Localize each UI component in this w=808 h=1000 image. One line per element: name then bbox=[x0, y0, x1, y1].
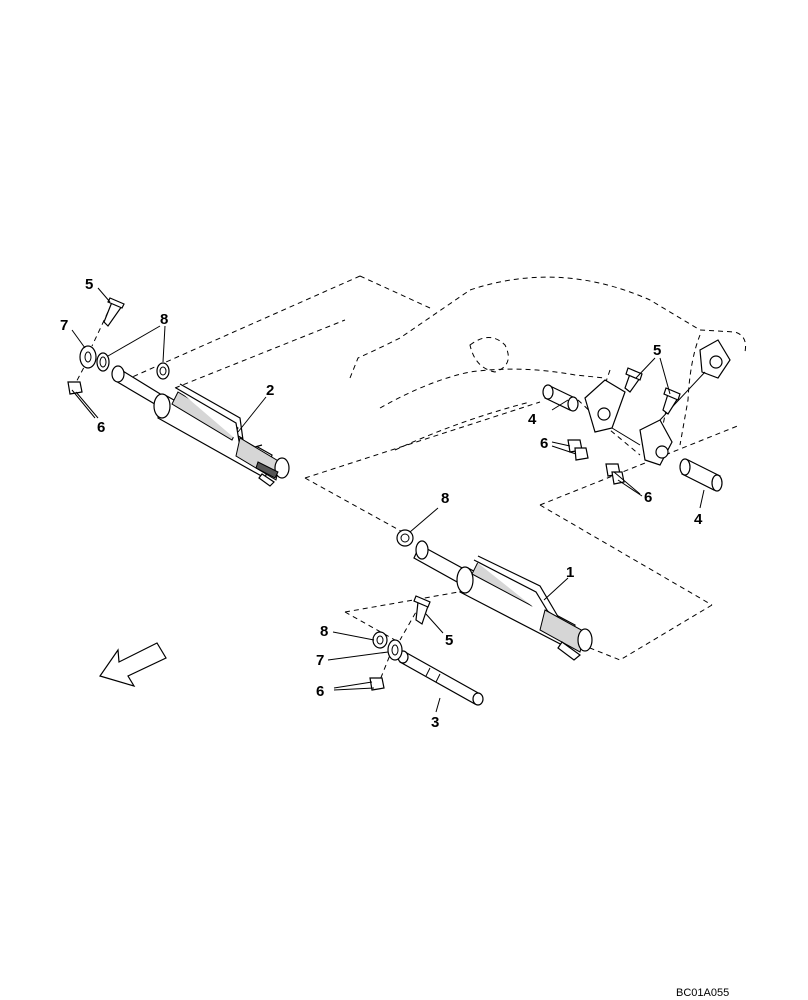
boom-cylinder-lower bbox=[413, 540, 593, 661]
forward-arrow-icon bbox=[99, 642, 167, 688]
figure-code: BC01A055 bbox=[676, 987, 729, 999]
assembly-guide-lines bbox=[71, 275, 741, 681]
leader-lines bbox=[71, 287, 705, 713]
callout-6-lower: 6 bbox=[316, 683, 324, 700]
callout-4-lower: 4 bbox=[694, 511, 703, 528]
arm-cylinder-upper bbox=[111, 365, 290, 487]
pin-4-lower bbox=[679, 458, 723, 492]
pin-3 bbox=[397, 650, 484, 706]
callout-5-right: 5 bbox=[653, 342, 661, 359]
callout-6-upper-left: 6 bbox=[97, 419, 105, 436]
callout-labels: 5 7 8 6 2 5 4 6 6 4 8 1 5 8 7 6 3 bbox=[60, 276, 703, 731]
boom-outline bbox=[349, 276, 746, 456]
shims-8 bbox=[96, 352, 414, 649]
callout-8-lower: 8 bbox=[320, 623, 328, 640]
bolts-5 bbox=[103, 297, 681, 625]
callout-5-upper-left: 5 bbox=[85, 276, 93, 293]
callout-6-right-lower: 6 bbox=[644, 489, 652, 506]
callout-1: 1 bbox=[566, 564, 574, 581]
nuts-6 bbox=[67, 381, 625, 691]
callout-8-middle: 8 bbox=[441, 490, 449, 507]
callout-3: 3 bbox=[431, 714, 439, 731]
callout-2: 2 bbox=[266, 382, 274, 399]
collars-7 bbox=[79, 345, 403, 661]
callout-6-right-upper: 6 bbox=[540, 435, 548, 452]
callout-7-lower: 7 bbox=[316, 652, 324, 669]
callout-4-upper: 4 bbox=[528, 411, 537, 428]
callout-8-upper-left: 8 bbox=[160, 311, 168, 328]
pin-4-upper bbox=[542, 384, 579, 412]
callout-5-lower: 5 bbox=[445, 632, 453, 649]
link-bracket bbox=[584, 339, 731, 466]
callout-7-upper-left: 7 bbox=[60, 317, 68, 334]
